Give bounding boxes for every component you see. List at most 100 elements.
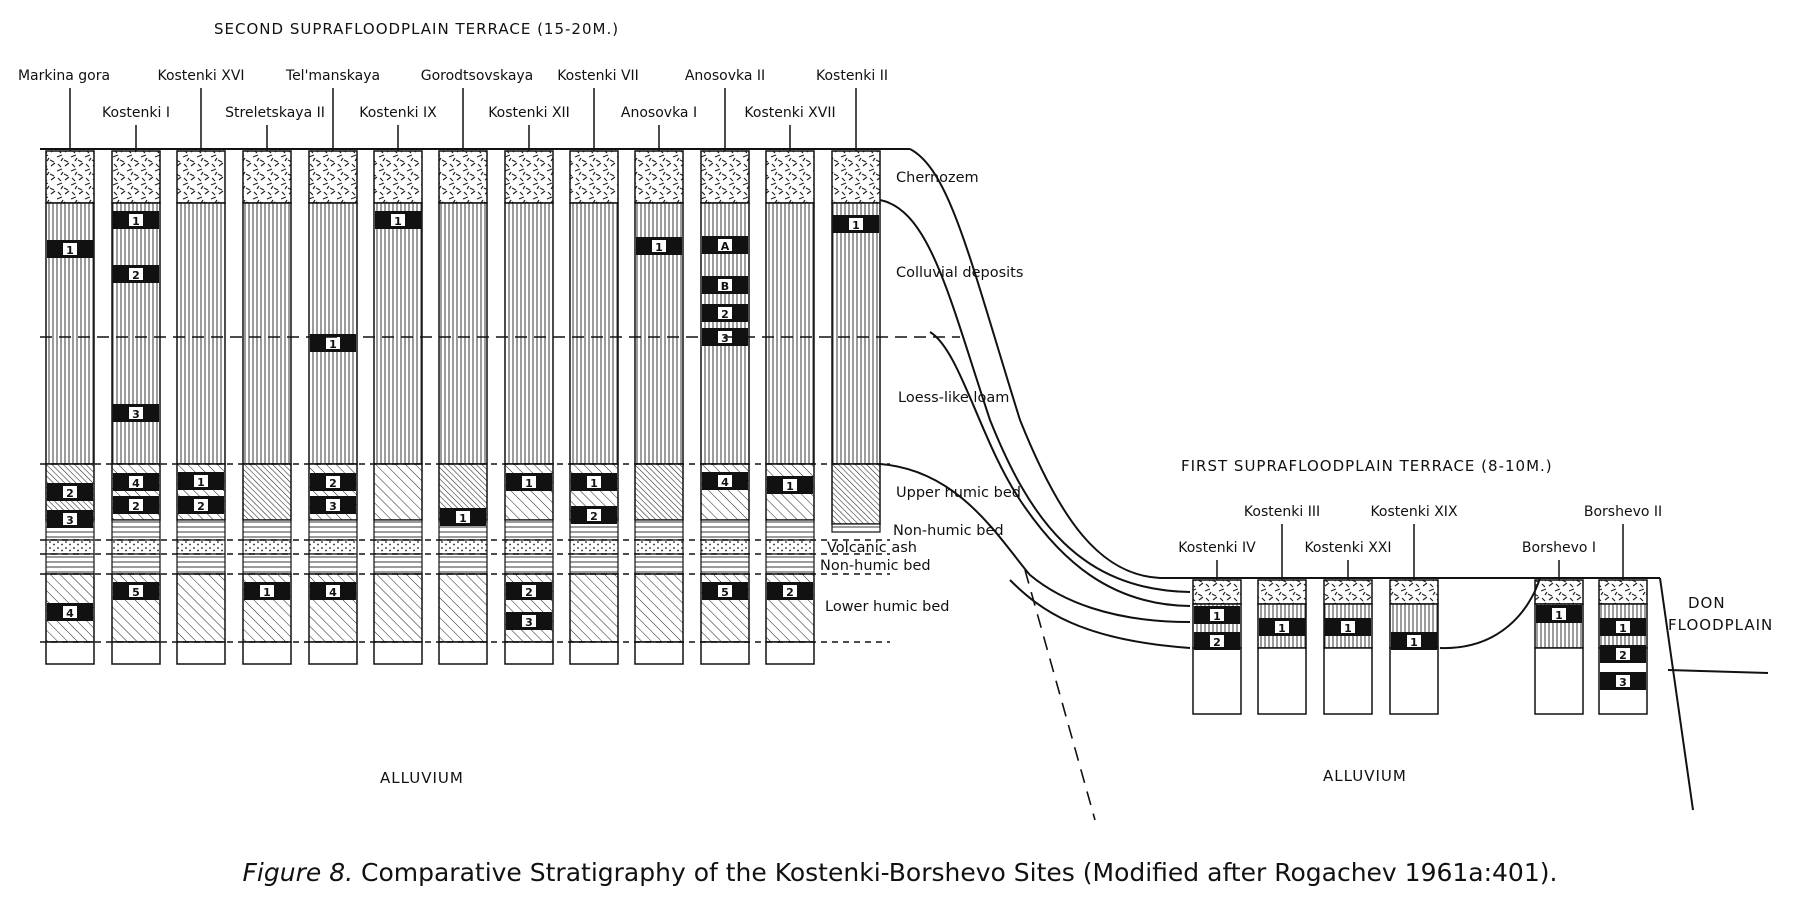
site-name: Markina gora [18, 68, 110, 84]
alluvium-right: ALLUVIUM [1323, 767, 1407, 785]
cultural-level: 1 [440, 508, 486, 526]
cultural-level: 5 [113, 582, 159, 600]
cultural-level: 1 [767, 476, 813, 494]
layer-label-2: Colluvial deposits [896, 265, 1023, 281]
volcanic-ash-layer [373, 539, 423, 555]
chernozem-layer [438, 150, 488, 204]
cultural-level-label: 2 [66, 487, 74, 500]
cultural-level: 1 [310, 334, 356, 352]
non-humic-lower-layer [308, 553, 358, 575]
cultural-level: 4 [113, 473, 159, 491]
cultural-level-label: 5 [721, 586, 729, 599]
cultural-level: 2 [702, 304, 748, 322]
alluvium-layer [438, 641, 488, 665]
cultural-level: 2 [767, 582, 813, 600]
cultural-level: 1 [1325, 618, 1371, 636]
don-floodplain-edge [1659, 577, 1694, 811]
chernozem-layer [1192, 579, 1242, 605]
cultural-level-label: 1 [329, 338, 337, 351]
chernozem-layer [308, 150, 358, 204]
lower-humic-layer [569, 573, 619, 643]
site-name: Anosovka II [685, 68, 765, 84]
chernozem-layer [765, 150, 815, 204]
site-column-13: Kostenki II1 [816, 68, 888, 533]
site-column-6: Kostenki IX1 [359, 105, 437, 665]
colluvial-loess-layer [308, 202, 358, 465]
cultural-level-label: 1 [66, 244, 74, 257]
cultural-level-label: 1 [1278, 622, 1286, 635]
cultural-level-label: 2 [329, 477, 337, 490]
chernozem-layer [1389, 579, 1439, 605]
site-name: Kostenki IV [1178, 540, 1256, 556]
non-humic-lower-layer [700, 553, 750, 575]
upper-humic-layer [634, 463, 684, 521]
colluvial-loess-layer [373, 202, 423, 465]
layer-label-8: Lower humic bed [825, 599, 950, 615]
cultural-level-label: 1 [1410, 636, 1418, 649]
cultural-level-label: 1 [590, 477, 598, 490]
cultural-level: 1 [1391, 632, 1437, 650]
cultural-level-label: 3 [1619, 676, 1627, 689]
non-humic-layer [111, 519, 161, 541]
non-humic-layer [634, 519, 684, 541]
non-humic-lower-layer [765, 553, 815, 575]
site-name: Kostenki VII [557, 68, 639, 84]
cultural-level-label: 1 [1619, 622, 1627, 635]
non-humic-layer [176, 519, 226, 541]
cultural-level: 1 [636, 237, 682, 255]
cultural-level: 5 [702, 582, 748, 600]
cultural-level-label: A [721, 240, 730, 253]
non-humic-layer [373, 519, 423, 541]
cultural-level: 1 [1600, 618, 1646, 636]
volcanic-ash-layer [765, 539, 815, 555]
non-humic-layer [700, 519, 750, 541]
lower-humic-layer [373, 573, 423, 643]
cultural-level-label: 5 [132, 586, 140, 599]
non-humic-layer [765, 519, 815, 541]
colluvial-loess-layer [765, 202, 815, 465]
lower-terrace-title: FIRST SUPRAFLOODPLAIN TERRACE (8-10M.) [1181, 457, 1553, 475]
borshevo-arc [1439, 577, 1541, 650]
cultural-level: 2 [1600, 645, 1646, 663]
lower-humic-layer [176, 573, 226, 643]
cultural-level: 1 [178, 472, 224, 490]
alluvium-layer [308, 641, 358, 665]
chernozem-layer [634, 150, 684, 204]
chernozem-layer [176, 150, 226, 204]
lower-site-column-5: Borshevo I1 [1522, 540, 1596, 715]
cultural-level-label: 4 [132, 477, 140, 490]
cultural-level-label: 1 [786, 480, 794, 493]
volcanic-ash-layer [308, 539, 358, 555]
cultural-level: 3 [310, 496, 356, 514]
colluvial-loess-layer [831, 202, 881, 465]
volcanic-ash-layer [569, 539, 619, 555]
cultural-level-label: B [721, 280, 729, 293]
cultural-level-label: 4 [329, 586, 337, 599]
alluvium-layer [569, 641, 619, 665]
cultural-level: 1 [833, 215, 879, 233]
cultural-level: B [702, 276, 748, 294]
cultural-level-label: 1 [655, 241, 663, 254]
cultural-level-label: 2 [721, 308, 729, 321]
cultural-level: 1 [1536, 605, 1582, 623]
volcanic-ash-layer [111, 539, 161, 555]
alluvium-layer [1257, 647, 1307, 715]
non-humic-layer [504, 519, 554, 541]
chernozem-layer [45, 150, 95, 204]
cultural-level-label: 2 [197, 500, 205, 513]
cultural-level: 2 [178, 496, 224, 514]
cultural-level-label: 1 [1344, 622, 1352, 635]
terrace-profile [40, 148, 1769, 811]
colluvial-loess-layer [504, 202, 554, 465]
colluvial-loess-layer [569, 202, 619, 465]
alluvium-layer [1192, 647, 1242, 715]
alluvium-left: ALLUVIUM [380, 769, 464, 787]
cultural-level-label: 3 [329, 500, 337, 513]
